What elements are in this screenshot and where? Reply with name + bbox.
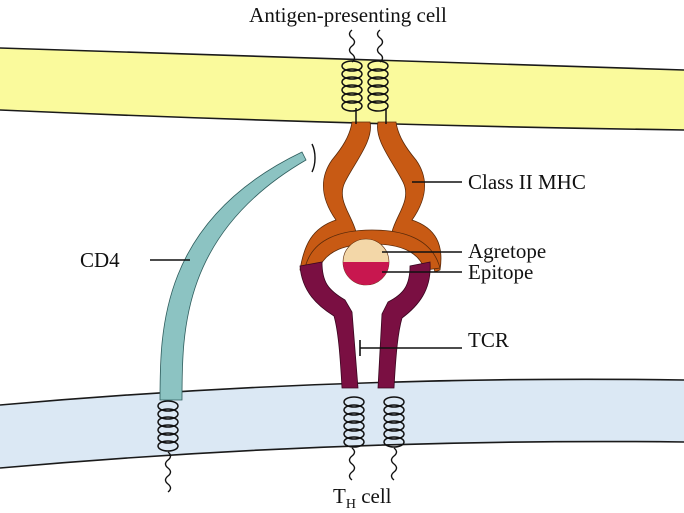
class-ii-mhc-label: Class II MHC bbox=[468, 170, 586, 194]
th-membrane-bottom-edge bbox=[0, 440, 684, 469]
mhc-beta-helix-loop bbox=[367, 92, 389, 104]
th-cell-label-subscript: H bbox=[346, 497, 356, 512]
th-cell-label-t: T bbox=[333, 484, 346, 508]
epitope-label: Epitope bbox=[468, 260, 533, 284]
mhc-binding-cleft bbox=[304, 229, 441, 271]
tcr-beta-helix-loop bbox=[383, 404, 405, 416]
cd4-tip-bracket bbox=[311, 143, 316, 173]
tcr-alpha-tail bbox=[348, 447, 356, 481]
tcr-alpha-helix-loop bbox=[343, 428, 365, 440]
apc-membrane-top-edge bbox=[0, 47, 684, 71]
cd4-molecule bbox=[159, 151, 307, 401]
mhc-alpha-helix-loop bbox=[341, 92, 363, 104]
tcr-label: TCR bbox=[468, 328, 509, 352]
tcr-beta-tail bbox=[390, 447, 398, 481]
cd4-helix-loop bbox=[157, 400, 179, 412]
mhc-beta-helix-loop bbox=[367, 76, 389, 88]
apc-label: Antigen-presenting cell bbox=[249, 3, 447, 27]
th-cell-label: TH cell bbox=[333, 484, 392, 512]
th-membrane-top-edge bbox=[0, 378, 684, 406]
mhc-beta-helix-loop bbox=[367, 84, 389, 96]
cd4-helix bbox=[157, 400, 179, 452]
mhc-beta-helix bbox=[367, 60, 389, 112]
tcr-beta-helix-loop bbox=[383, 396, 405, 408]
mhc-beta-chain bbox=[377, 121, 442, 273]
tcr-beta-helix-loop bbox=[383, 436, 405, 448]
tcr-beta-helix bbox=[383, 396, 405, 448]
tcr-alpha-helix-loop bbox=[343, 420, 365, 432]
apc-membrane-bottom-edge bbox=[0, 109, 684, 131]
tcr-alpha-helix-loop bbox=[343, 412, 365, 424]
mhc-alpha-helix bbox=[341, 60, 363, 112]
mhc-beta-helix-loop bbox=[367, 100, 389, 112]
cd4-helix-loop bbox=[157, 408, 179, 420]
agretope-label: Agretope bbox=[468, 239, 546, 263]
th-cell-label-suffix: cell bbox=[356, 484, 392, 508]
mhc-alpha-helix-loop bbox=[341, 100, 363, 112]
cd4-helix-loop bbox=[157, 424, 179, 436]
epitope bbox=[343, 262, 389, 285]
mhc-alpha-tail bbox=[348, 29, 356, 63]
transmembrane-helices bbox=[157, 29, 405, 493]
mhc-alpha-helix-loop bbox=[341, 84, 363, 96]
cd4-helix-loop bbox=[157, 416, 179, 428]
tcr-alpha-helix bbox=[343, 396, 365, 448]
tcr-alpha-chain bbox=[299, 261, 359, 389]
mhc-alpha-helix-loop bbox=[341, 68, 363, 80]
mhc-alpha-helix-loop bbox=[341, 60, 363, 72]
tcr-alpha-helix-loop bbox=[343, 404, 365, 416]
tcr-beta-helix-loop bbox=[383, 420, 405, 432]
tcr-alpha-helix-loop bbox=[343, 436, 365, 448]
tcr-beta-chain bbox=[377, 261, 431, 389]
cd4-label: CD4 bbox=[80, 248, 120, 272]
cd4-helix-loop bbox=[157, 432, 179, 444]
mhc-beta-tail bbox=[376, 29, 384, 63]
th-cell-membrane bbox=[0, 379, 684, 468]
tcr-beta-helix-loop bbox=[383, 428, 405, 440]
cd4-tail bbox=[164, 451, 172, 493]
mhc-beta-helix-loop bbox=[367, 60, 389, 72]
mhc-beta-helix-loop bbox=[367, 68, 389, 80]
tcr-beta-helix-loop bbox=[383, 412, 405, 424]
mhc-alpha-helix-loop bbox=[341, 76, 363, 88]
tcr-alpha-helix-loop bbox=[343, 396, 365, 408]
cd4-helix-loop bbox=[157, 440, 179, 452]
